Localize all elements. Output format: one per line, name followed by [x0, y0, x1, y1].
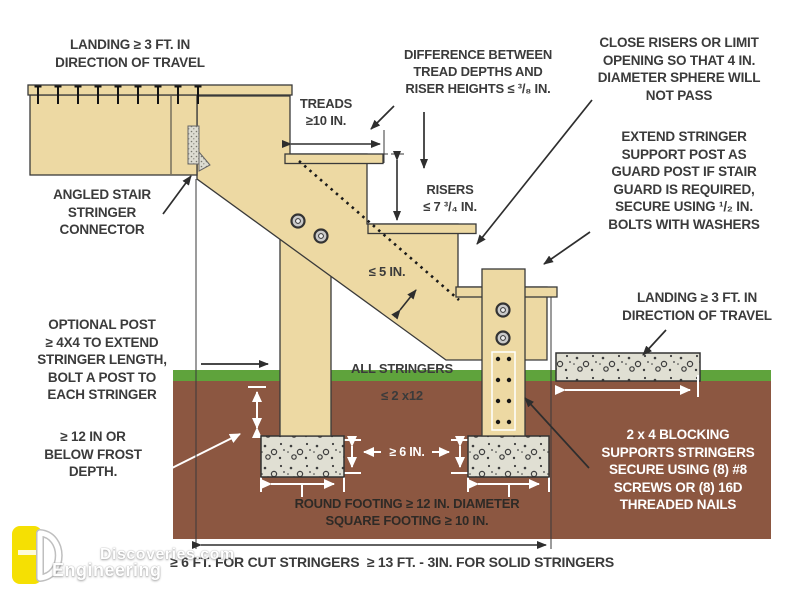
label-footing-size: ROUND FOOTING ≥ 12 IN. DIAMETER SQUARE F… [294, 496, 520, 528]
angled-stringer-connector-foot [198, 150, 211, 172]
label-frost-depth: ≥ 12 IN OR BELOW FROST DEPTH. [44, 429, 142, 480]
watermark-logo [12, 526, 63, 584]
frost-leader-arrow [163, 433, 241, 473]
label-angled-connector: ANGLED STAIR STRINGER CONNECTOR [53, 187, 151, 238]
grass-strip [173, 370, 771, 381]
label-throat: ≤ 5 IN. [368, 264, 406, 279]
tread-2 [367, 223, 477, 235]
label-footing-thickness: ≥ 6 IN. [389, 445, 425, 459]
close-risers-arrow [476, 99, 593, 245]
landing-right-arrow [642, 329, 667, 356]
footing-left [260, 435, 345, 478]
label-landing-right: LANDING ≥ 3 FT. IN DIRECTION OF TRAVEL [622, 290, 772, 323]
extend-stringer-arrow [543, 231, 591, 265]
annotation-arrows [162, 99, 667, 469]
throat-arrow [391, 289, 417, 320]
blocking-board [491, 351, 516, 431]
label-optional-post: OPTIONAL POST ≥ 4X4 TO EXTEND STRINGER L… [37, 317, 167, 403]
difference-diagonal-arrow [370, 105, 395, 130]
connector-arrow [162, 175, 192, 215]
watermark-brand: Engineering [52, 560, 162, 580]
label-close-risers: CLOSE RISERS OR LIMIT OPENING SO THAT 4 … [597, 35, 761, 103]
white-dimension-lines [163, 375, 699, 497]
blocking-screws [495, 356, 512, 425]
bolts-with-washers [290, 213, 511, 346]
tread-1 [284, 153, 384, 165]
label-risers: RISERS ≤ 7 ³/₄ IN. [423, 182, 477, 214]
blocking-arrow [524, 397, 590, 469]
label-stringer-span: ≥ 6 FT. FOR CUT STRINGERS ≥ 13 FT. - 3IN… [170, 554, 615, 570]
label-treads: TREADS ≥10 IN. [299, 96, 353, 128]
angled-stringer-connector-plate [187, 125, 200, 165]
label-all-stringers: ALL STRINGERS ≤ 2 x12 [351, 361, 453, 403]
label-landing-top-left: LANDING ≥ 3 FT. IN DIRECTION OF TRAVEL [55, 37, 205, 70]
stringer-cut-dotted-line [298, 160, 460, 301]
deck-rim-joist [29, 94, 198, 176]
deck-fasteners [34, 85, 202, 104]
footing-right [467, 435, 550, 478]
label-difference: DIFFERENCE BETWEEN TREAD DEPTHS AND RISE… [403, 47, 553, 96]
label-blocking-note: 2 x 4 BLOCKING SUPPORTS STRINGERS SECURE… [601, 427, 755, 513]
deck-board [27, 84, 293, 96]
black-dimension-lines [192, 140, 547, 549]
concrete-landing-slab [555, 352, 701, 382]
watermark-site: Discoveries.com [100, 546, 235, 563]
label-extend-stringer: EXTEND STRINGER SUPPORT POST AS GUARD PO… [608, 129, 760, 232]
